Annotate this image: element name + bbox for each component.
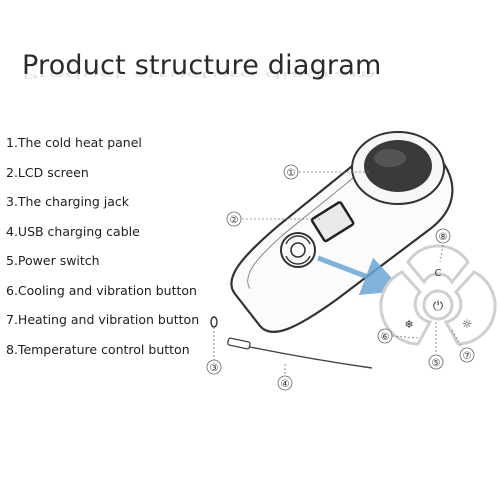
part-item-8: 8.Temperature control button (6, 341, 190, 357)
panel-plate (364, 140, 432, 192)
callout-number-8: ⑧ (439, 232, 448, 243)
callout-circle-1 (283, 164, 299, 180)
callout-circle-8 (435, 228, 451, 244)
callout-leaders (213, 171, 463, 376)
part-item-2: 2.LCD screen (6, 164, 89, 180)
usb-charging-cable (227, 337, 373, 369)
part-item-6: 6.Cooling and vibration button (6, 282, 197, 298)
cold-heat-panel (351, 131, 445, 205)
button-segment-right (443, 270, 497, 346)
callout-number-6: ⑥ (381, 332, 390, 343)
part-item-5: 5.Power switch (6, 253, 100, 268)
callout-number-2: ② (230, 215, 239, 226)
callout-number-3: ③ (210, 363, 219, 374)
celsius-button-label: C (435, 268, 442, 279)
part-item-1: 1.The cold heat panel (6, 135, 142, 150)
callout-circle-4 (277, 375, 293, 391)
charging-jack (210, 316, 218, 328)
callout-circle-6 (377, 328, 393, 344)
callout-number-1: ① (287, 168, 296, 179)
sun-icon: ☼ (462, 317, 473, 331)
part-item-7: 7.Heating and vibration button (6, 312, 200, 327)
button-segment-left (379, 270, 433, 346)
device-inner-edge (247, 159, 376, 289)
button-segment-top (406, 244, 470, 285)
part-item-4: 4.USB charging cable (6, 223, 140, 239)
lcd-screen (310, 201, 355, 243)
callout-circle-2 (226, 211, 242, 227)
callout-markers (206, 164, 475, 391)
parts-list: 1.The cold heat panel 2.LCD screen 3.The… (6, 132, 199, 368)
callout-number-4: ④ (281, 379, 290, 390)
callout-circle-5 (428, 354, 444, 370)
callout-numbers: ① ② ③ ④ ⑤ ⑥ ⑦ ⑧ (210, 168, 472, 390)
power-button (422, 289, 454, 321)
power-icon: ⏻ (433, 299, 443, 314)
zoom-arrow (317, 255, 404, 295)
callout-circle-7 (459, 347, 475, 363)
snowflake-icon: ❄ (404, 318, 413, 331)
button-panel-detail: C ❄ ☼ ⏻ (379, 244, 497, 346)
callout-circle-3 (206, 359, 222, 375)
device-button-cluster (280, 232, 316, 268)
diagram-title: Product structure diagram (22, 50, 382, 81)
callout-number-5: ⑤ (432, 358, 441, 369)
callout-number-7: ⑦ (463, 351, 472, 362)
part-item-3: 3.The charging jack (6, 194, 130, 209)
